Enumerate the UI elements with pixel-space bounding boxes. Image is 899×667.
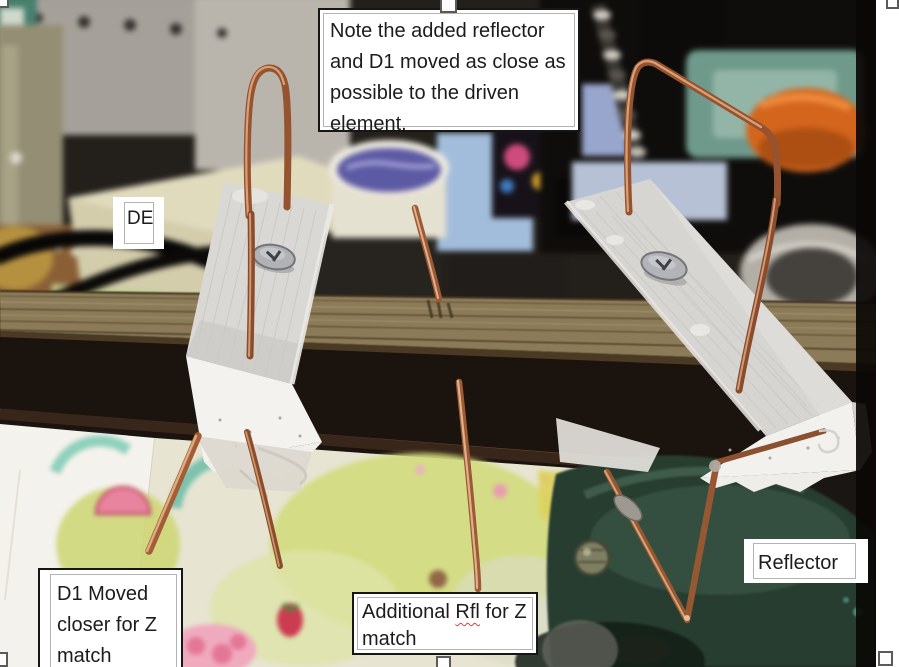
textbox-reflector[interactable]: Reflector [744, 539, 868, 583]
inserted-antenna-photo[interactable] [0, 0, 876, 667]
resize-handle-bottom-left[interactable] [0, 652, 8, 667]
textbox-note[interactable]: Note the added reflector and D1 moved as… [318, 8, 580, 135]
vise-bolt [573, 539, 611, 577]
textbox-reflector-text: Reflector [753, 543, 856, 579]
resize-handle-top-left[interactable] [0, 0, 9, 8]
hairpin-match-wire [603, 428, 840, 624]
misspelled-word-rfl: Rfl [455, 601, 480, 623]
textbox-note-text: Note the added reflector and D1 moved as… [323, 13, 575, 135]
resize-handle-bottom-right[interactable] [878, 651, 893, 666]
reflector-wire [624, 58, 782, 394]
textbox-de-text: DE [124, 202, 154, 244]
textbox-additional-rfl[interactable]: Additional Rfl for Z match [352, 592, 538, 655]
textbox-de[interactable]: DE [113, 197, 164, 249]
page-margin [876, 0, 899, 667]
additional-reflector-wire [411, 204, 482, 593]
additional-text-part2: for Z match [362, 601, 527, 650]
textbox-d1[interactable]: D1 Moved closer for Z match [38, 568, 183, 667]
textbox-additional-rfl-text: Additional Rfl for Z match [357, 597, 533, 650]
right-block-screw [640, 251, 688, 286]
textbox-d1-text: D1 Moved closer for Z match [50, 574, 177, 667]
resize-handle-top-center[interactable] [440, 0, 457, 13]
resize-handle-bottom-center[interactable] [436, 656, 451, 667]
additional-text-part1: Additional [362, 601, 456, 623]
d1-director-wires [145, 429, 283, 569]
reflector-block [556, 179, 872, 492]
left-block-screw [252, 243, 296, 274]
antenna-wires [145, 58, 840, 624]
resize-handle-top-right[interactable] [886, 0, 899, 9]
photo-edge-shadow [856, 0, 876, 667]
driven-element-wire [243, 64, 292, 360]
